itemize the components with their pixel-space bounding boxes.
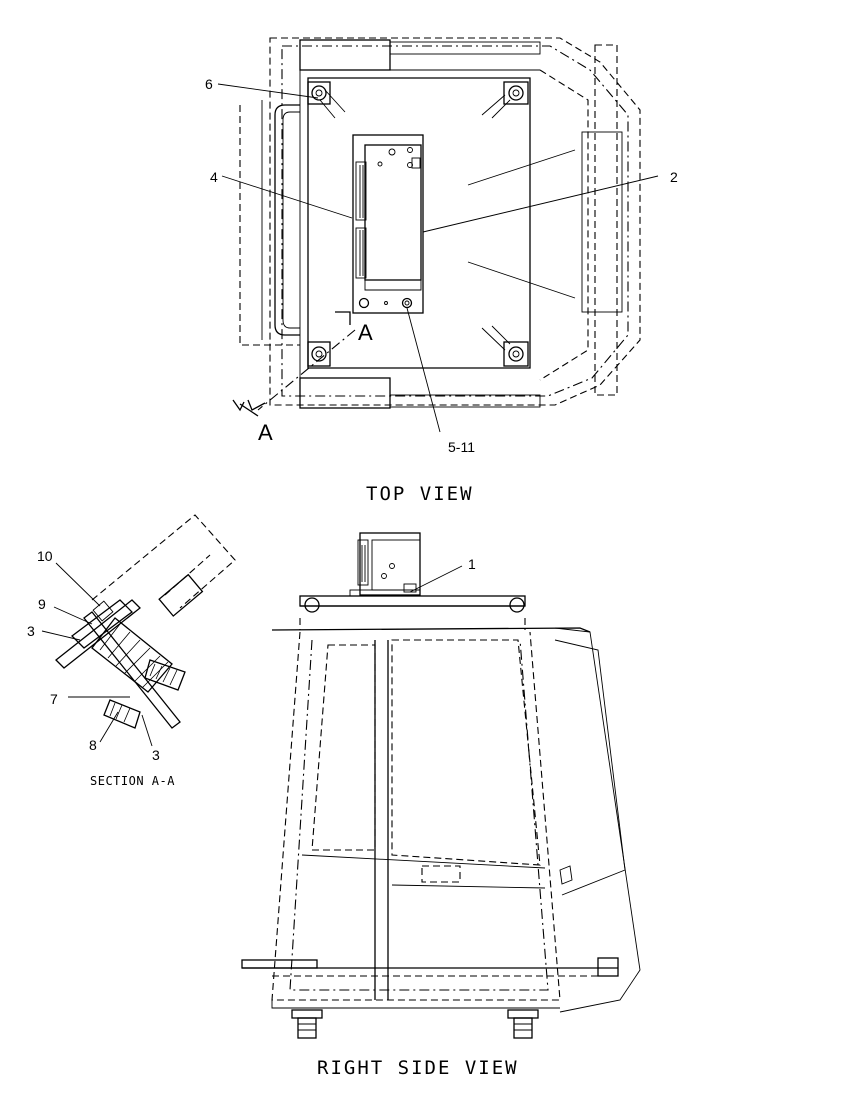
- top-view-title: TOP VIEW: [366, 483, 474, 505]
- mount-foot-left: [291, 1009, 323, 1039]
- callout-1: 1: [468, 556, 476, 572]
- callout-5-11: 5-11: [448, 439, 475, 455]
- top-view: [232, 37, 641, 417]
- callout-6: 6: [205, 76, 213, 92]
- section-a-a: [55, 514, 236, 729]
- callout-4: 4: [210, 169, 218, 185]
- corner-mount-br: [481, 325, 529, 367]
- callout-7: 7: [50, 691, 58, 707]
- corner-mount-bl: [307, 341, 331, 367]
- callout-3a: 3: [27, 623, 35, 639]
- callout-9: 9: [38, 596, 46, 612]
- callout-3b: 3: [152, 747, 160, 763]
- isolator-block: [91, 617, 173, 693]
- mount-foot-right: [507, 1009, 539, 1039]
- section-marker-top: A: [358, 320, 373, 345]
- corner-mount-tl: [307, 81, 346, 119]
- callout-2: 2: [670, 169, 678, 185]
- section-marker-bottom: A: [258, 420, 273, 445]
- side-view-title: RIGHT SIDE VIEW: [317, 1057, 519, 1079]
- section-title: SECTION A-A: [90, 774, 175, 788]
- callout-10: 10: [37, 548, 53, 564]
- right-side-view: [241, 532, 641, 1039]
- control-module: [352, 134, 424, 314]
- corner-mount-tr: [481, 81, 529, 119]
- callout-8: 8: [89, 737, 97, 753]
